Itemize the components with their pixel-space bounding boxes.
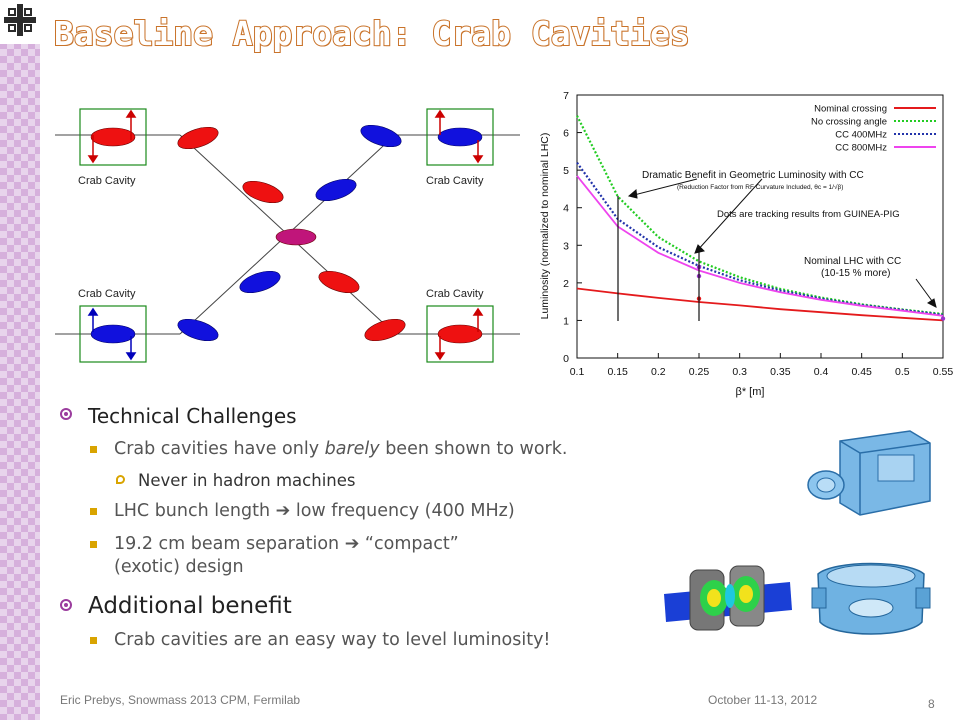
cavity-model-image [804,552,938,644]
cavity-label: Crab Cavity [78,175,136,187]
bullet-separation: 19.2 cm beam separation ➔ “compact” (exo… [60,533,680,579]
y-tick-label: 2 [563,278,569,290]
bullet-additional-benefit: Additional benefit [60,593,680,619]
footer-author: Eric Prebys, Snowmass 2013 CPM, Fermilab [60,693,301,707]
footer-date: October 11-13, 2012 [708,693,818,707]
crab-cavity-render-image [800,423,942,523]
sidebar-decoration [0,0,40,720]
legend-label: CC 800MHz [835,143,887,154]
luminosity-chart: 0.1 0.15 0.2 0.25 0.3 0.35 0.4 0.45 0.5 0.55 0 1 2 3 4… [539,90,954,398]
x-tick-label: 0.55 [933,366,954,378]
y-tick-label: 6 [563,128,569,140]
x-tick-label: 0.1 [570,366,585,378]
y-tick-label: 5 [563,165,569,177]
x-tick-label: 0.15 [607,366,628,378]
right-arrow-icon: ➔ [344,534,360,554]
annotation-dots: Dots are tracking results from GUINEA-PI… [717,209,900,220]
bullet-barely: Crab cavities have only barely been show… [60,438,680,461]
legend-label: No crossing angle [811,117,887,128]
x-tick-label: 0.25 [689,366,710,378]
right-arrow-icon: ➔ [275,501,291,521]
legend-label: Nominal crossing [814,104,887,115]
annotation-benefit: Dramatic Benefit in Geometric Luminosity… [642,170,864,181]
crab-cavity-diagram: Crab Cavity Crab Cavity Crab Cavity Crab… [55,108,520,363]
x-tick-label: 0.4 [814,366,829,378]
bullet-circle-icon [60,599,72,611]
bullet-bunch-length: LHC bunch length ➔ low frequency (400 MH… [60,500,680,523]
bullet-square-icon [90,508,97,515]
bullet-square-icon [90,446,97,453]
cavity-field-simulation-image [660,552,796,644]
page-number: 8 [928,697,935,711]
legend-box [764,99,940,161]
x-axis-label: β* [m] [736,386,765,398]
bullet-circle-icon [60,408,72,420]
bullet-list: Technical Challenges Crab cavities have … [60,404,680,662]
series-line-3 [576,175,944,317]
bullet-level-luminosity: Crab cavities are an easy way to level l… [60,629,680,652]
annotation-nominal-cc: Nominal LHC with CC [804,256,901,267]
series-line-1 [576,115,944,316]
bullet-hadron: Never in hadron machines [60,471,680,490]
annotation-reduction: (Reduction Factor from RF Curvature Incl… [677,183,843,191]
legend-label: CC 400MHz [835,130,887,141]
cavity-label: Crab Cavity [78,288,136,300]
y-tick-label: 4 [563,203,569,215]
bullet-square-icon [90,637,97,644]
y-tick-label: 1 [563,315,569,327]
y-tick-label: 0 [563,353,569,365]
bullet-technical-challenges: Technical Challenges [60,404,680,428]
series-line-0 [576,287,944,322]
plot-frame [576,94,944,359]
page-title: Baseline Approach: Crab Cavities [53,13,691,54]
y-axis-label: Luminosity (normalized to nominal LHC) [539,133,551,320]
x-tick-label: 0.5 [895,366,910,378]
cavity-label: Crab Cavity [426,175,484,187]
y-tick-label: 7 [563,90,569,102]
fermilab-logo [0,0,46,44]
cavity-label: Crab Cavity [426,288,484,300]
x-tick-label: 0.35 [770,366,791,378]
y-tick-label: 3 [563,240,569,252]
annotation-more: (10-15 % more) [821,268,890,279]
x-tick-label: 0.45 [851,366,872,378]
x-tick-label: 0.2 [651,366,666,378]
x-tick-label: 0.3 [732,366,747,378]
bullet-leaf-icon [116,475,125,484]
bullet-square-icon [90,541,97,548]
tracking-dot [940,316,946,321]
